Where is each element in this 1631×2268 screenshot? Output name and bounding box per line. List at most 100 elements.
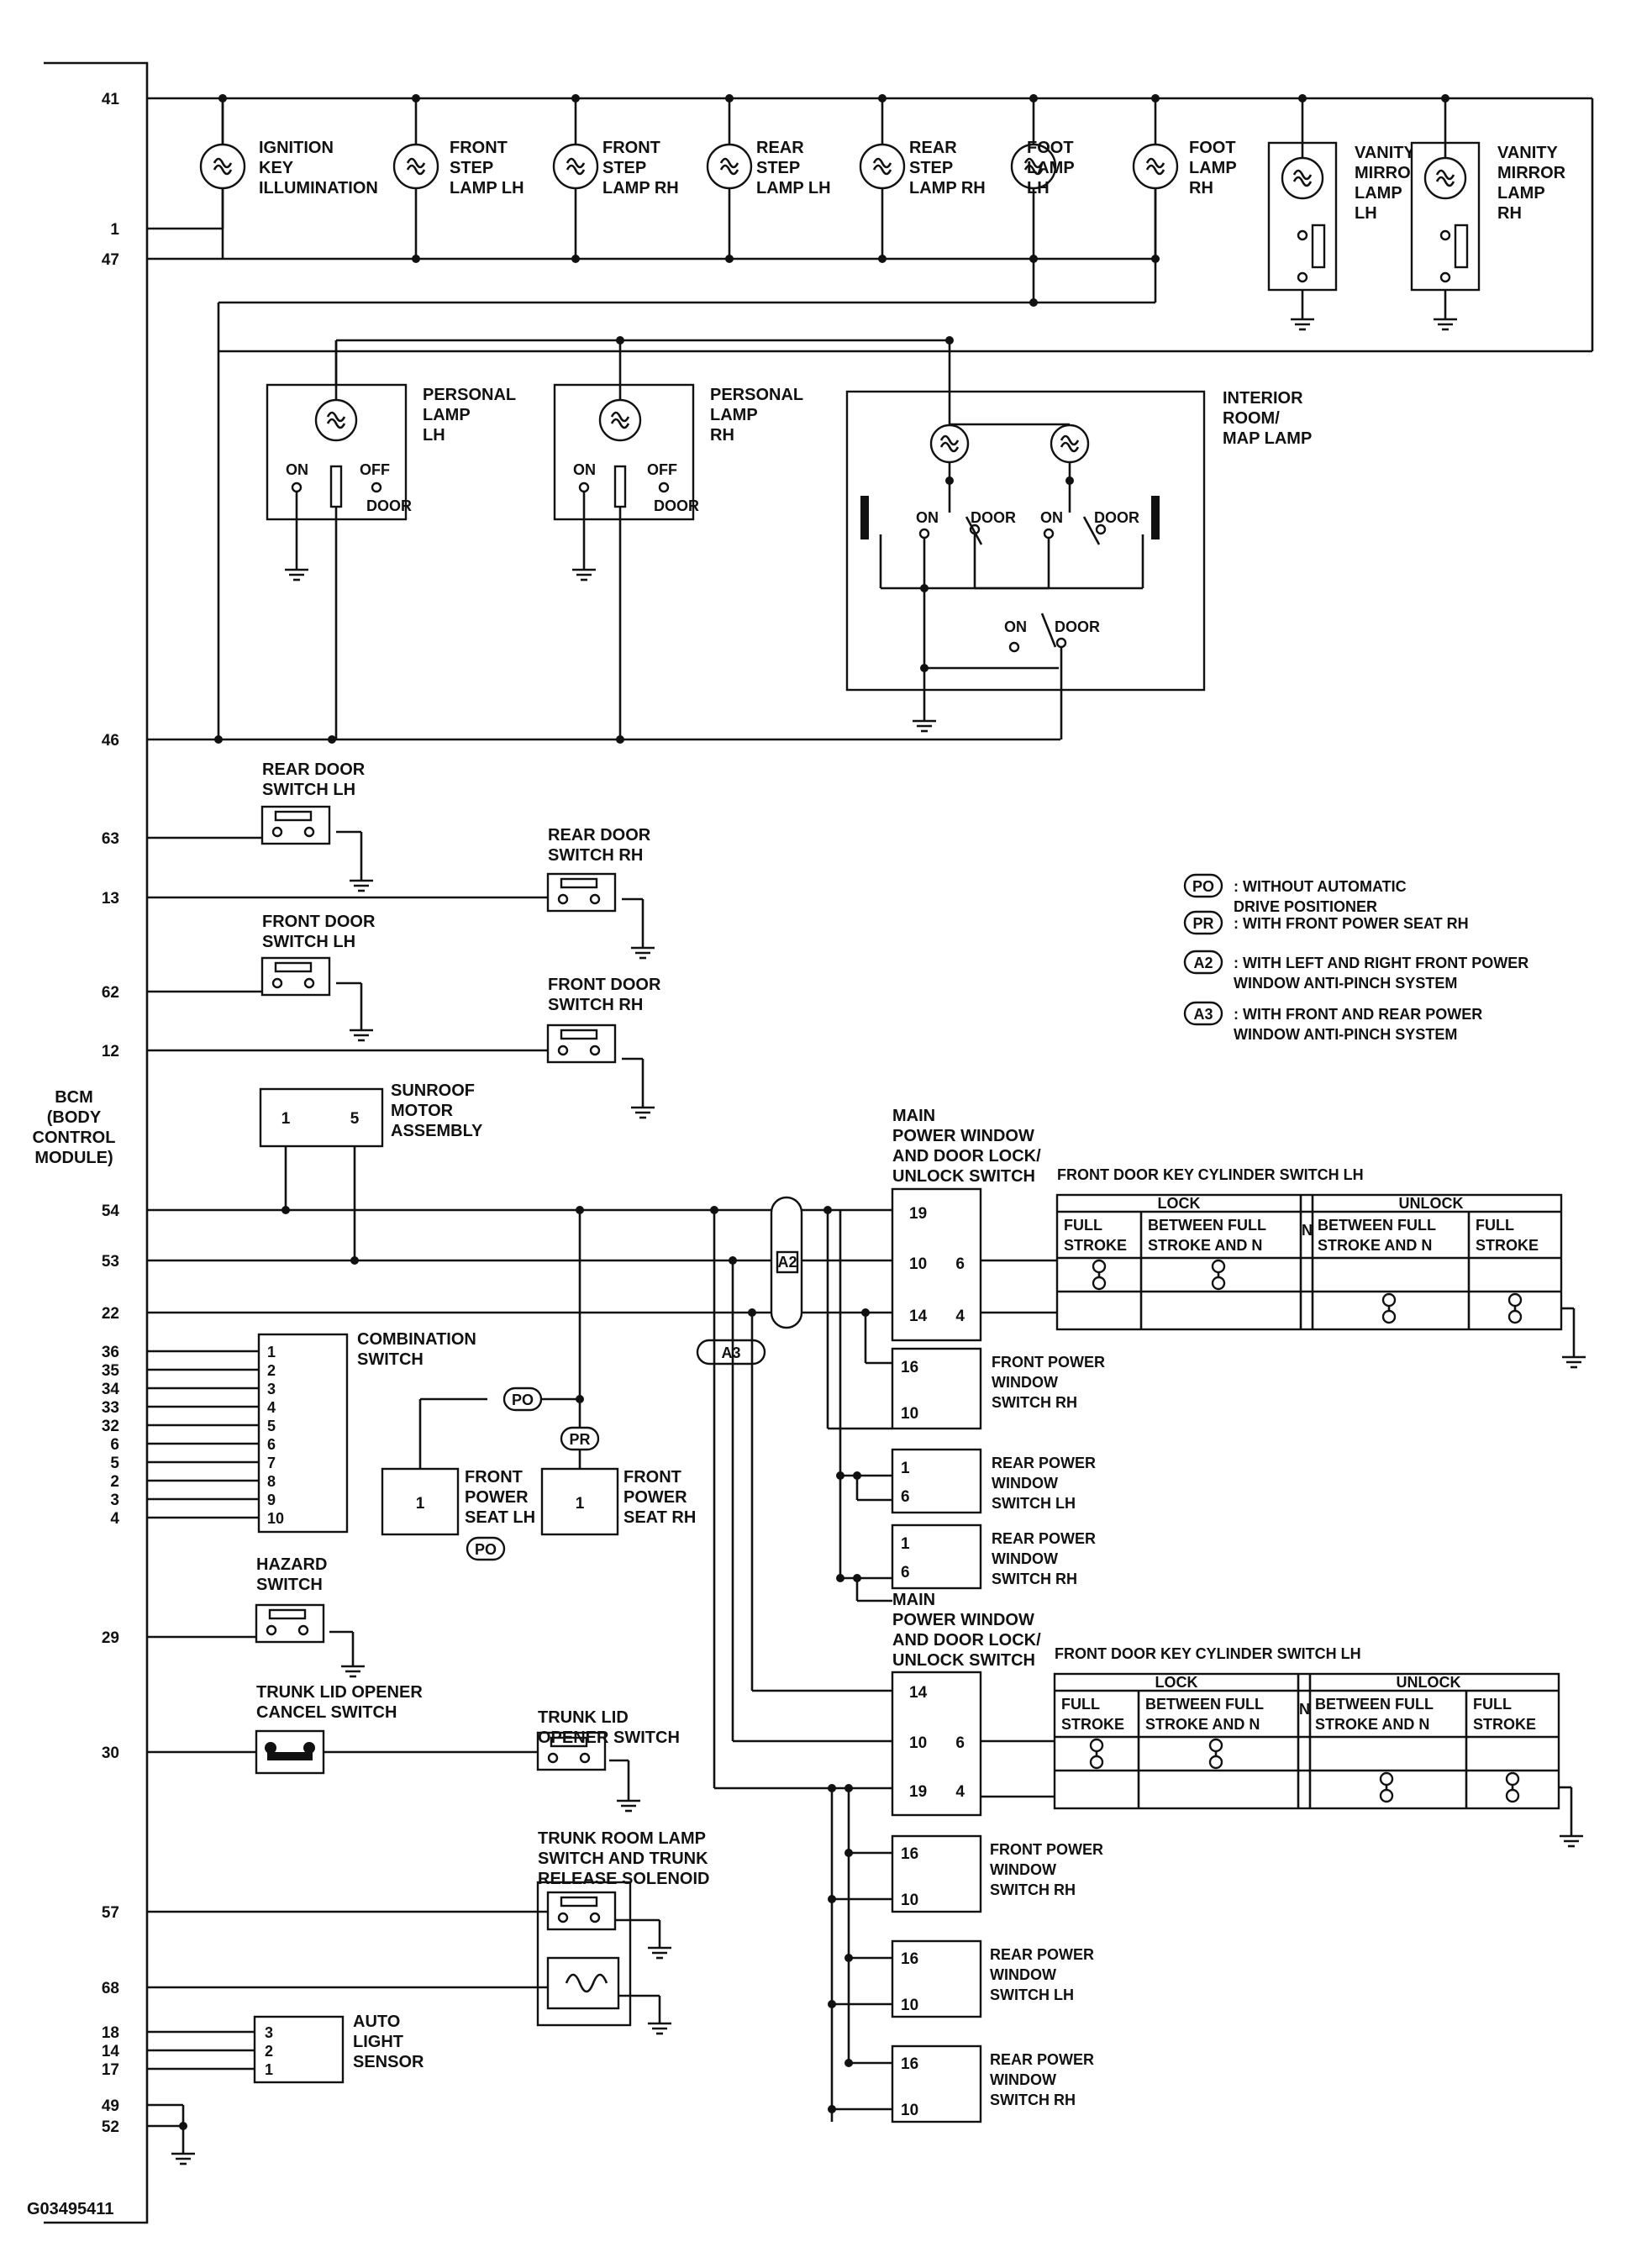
bcm-pin-label: 4: [110, 1510, 119, 1528]
label: COMBINATION: [357, 1330, 476, 1349]
label: CANCEL SWITCH: [256, 1703, 397, 1722]
label: STROKE: [1064, 1237, 1127, 1254]
label: PERSONAL: [423, 386, 516, 404]
label: DOOR: [654, 497, 699, 514]
terminal-circle: [557, 1045, 569, 1056]
ground-symbol: [171, 2139, 195, 2165]
label: REAR POWER: [992, 1530, 1096, 1547]
junction-dot: [214, 735, 223, 744]
label: DOOR: [971, 509, 1016, 526]
label: MAIN: [892, 1591, 935, 1609]
main-switch-box: [891, 1187, 982, 1342]
label: FRONT DOOR KEY CYLINDER SWITCH LH: [1057, 1166, 1364, 1183]
label: FOOT: [1027, 139, 1074, 157]
contact-bar: [860, 496, 869, 539]
label: POWER WINDOW: [892, 1127, 1034, 1145]
bcm-pin-label: 14: [102, 2043, 120, 2060]
label: LAMP: [1355, 184, 1402, 203]
label: UNLOCK SWITCH: [892, 1651, 1035, 1670]
label: REAR: [756, 139, 804, 157]
label: LH: [1027, 179, 1050, 197]
label: 1: [281, 1110, 291, 1128]
label: REAR POWER: [992, 1455, 1096, 1471]
label: DRIVE POSITIONER: [1234, 898, 1377, 915]
label: : WITH FRONT AND REAR POWER: [1234, 1006, 1482, 1023]
label: 1: [265, 2061, 273, 2078]
lamp-bulb-icon: [1281, 156, 1324, 200]
lamp-bulb-icon: [929, 424, 970, 464]
label: DOOR: [366, 497, 412, 514]
lamp-bulb-icon: [1050, 424, 1090, 464]
label: 19: [909, 1783, 927, 1801]
window-switch-box: [891, 1523, 982, 1590]
terminal-circle: [303, 977, 315, 989]
ground-symbol: [350, 866, 373, 892]
label: ON: [1004, 618, 1027, 635]
bcm-pin-label: 2: [110, 1473, 119, 1491]
label: PR: [569, 1431, 590, 1448]
label: FULL: [1473, 1696, 1512, 1713]
terminal-circle: [266, 1624, 277, 1636]
terminal-circle: [1439, 271, 1451, 283]
label: LAMP: [1497, 184, 1545, 203]
label: STROKE AND N: [1145, 1716, 1260, 1733]
label: BCM: [55, 1088, 93, 1107]
terminal-circle: [589, 1045, 601, 1056]
label: 1: [901, 1535, 910, 1553]
label: STEP: [602, 159, 646, 177]
label: STROKE AND N: [1318, 1237, 1432, 1254]
bcm-pin-label: 32: [102, 1418, 119, 1435]
label: STROKE AND N: [1148, 1237, 1262, 1254]
label: FRONT: [465, 1468, 523, 1487]
option-code-badge: PR: [560, 1426, 600, 1451]
terminal-circle: [1089, 1738, 1104, 1753]
seat-lh-box: [381, 1467, 460, 1536]
terminal-circle: [371, 481, 382, 493]
label: SWITCH LH: [262, 933, 355, 951]
label: LAMP LH: [450, 179, 524, 197]
option-code-badge: PO: [502, 1387, 543, 1412]
label: SWITCH LH: [992, 1495, 1076, 1512]
label: SWITCH AND TRUNK: [538, 1850, 708, 1868]
junction-dot: [328, 735, 336, 744]
terminal-circle: [1208, 1738, 1223, 1753]
terminal-circle: [557, 1912, 569, 1923]
label: 10: [901, 1892, 918, 1909]
bcm-pin-label: 41: [102, 91, 120, 108]
label: SENSOR: [353, 2053, 424, 2071]
bcm-pin-label: 18: [102, 2024, 119, 2042]
ground-symbol: [1560, 1821, 1583, 1848]
label: A2: [777, 1254, 797, 1271]
junction-dot: [725, 255, 734, 263]
junction-dot: [179, 2122, 187, 2130]
label: 4: [267, 1399, 276, 1416]
option-code-badge: PO: [466, 1536, 506, 1561]
label: A3: [1193, 1006, 1213, 1023]
window-switch-box: [891, 2044, 982, 2123]
label: LH: [423, 426, 445, 445]
terminal-circle: [589, 893, 601, 905]
label: 2: [267, 1362, 276, 1379]
label: STROKE: [1476, 1237, 1539, 1254]
window-switch-box: [891, 1448, 982, 1514]
bcm-pin-label: 6: [110, 1436, 119, 1454]
label: ON: [1040, 509, 1063, 526]
label: WINDOW ANTI-PINCH SYSTEM: [1234, 1026, 1457, 1043]
label: STEP: [756, 159, 800, 177]
label: 10: [909, 1255, 927, 1273]
terminal-circle: [1379, 1788, 1394, 1803]
terminal-circle: [1089, 1755, 1104, 1770]
label: 5: [267, 1418, 276, 1434]
ground-symbol: [285, 555, 308, 581]
label: VANITY: [1497, 144, 1559, 162]
label: REAR DOOR: [548, 826, 651, 845]
lamp-bulb-icon: [552, 143, 599, 190]
label: 3: [267, 1381, 276, 1397]
a2-box: [776, 1250, 799, 1274]
label: STROKE: [1473, 1716, 1536, 1733]
label: SEAT LH: [465, 1508, 535, 1527]
label: 6: [955, 1734, 965, 1752]
label: CONTROL: [33, 1129, 116, 1147]
interior-lamp-box: [845, 390, 1206, 692]
